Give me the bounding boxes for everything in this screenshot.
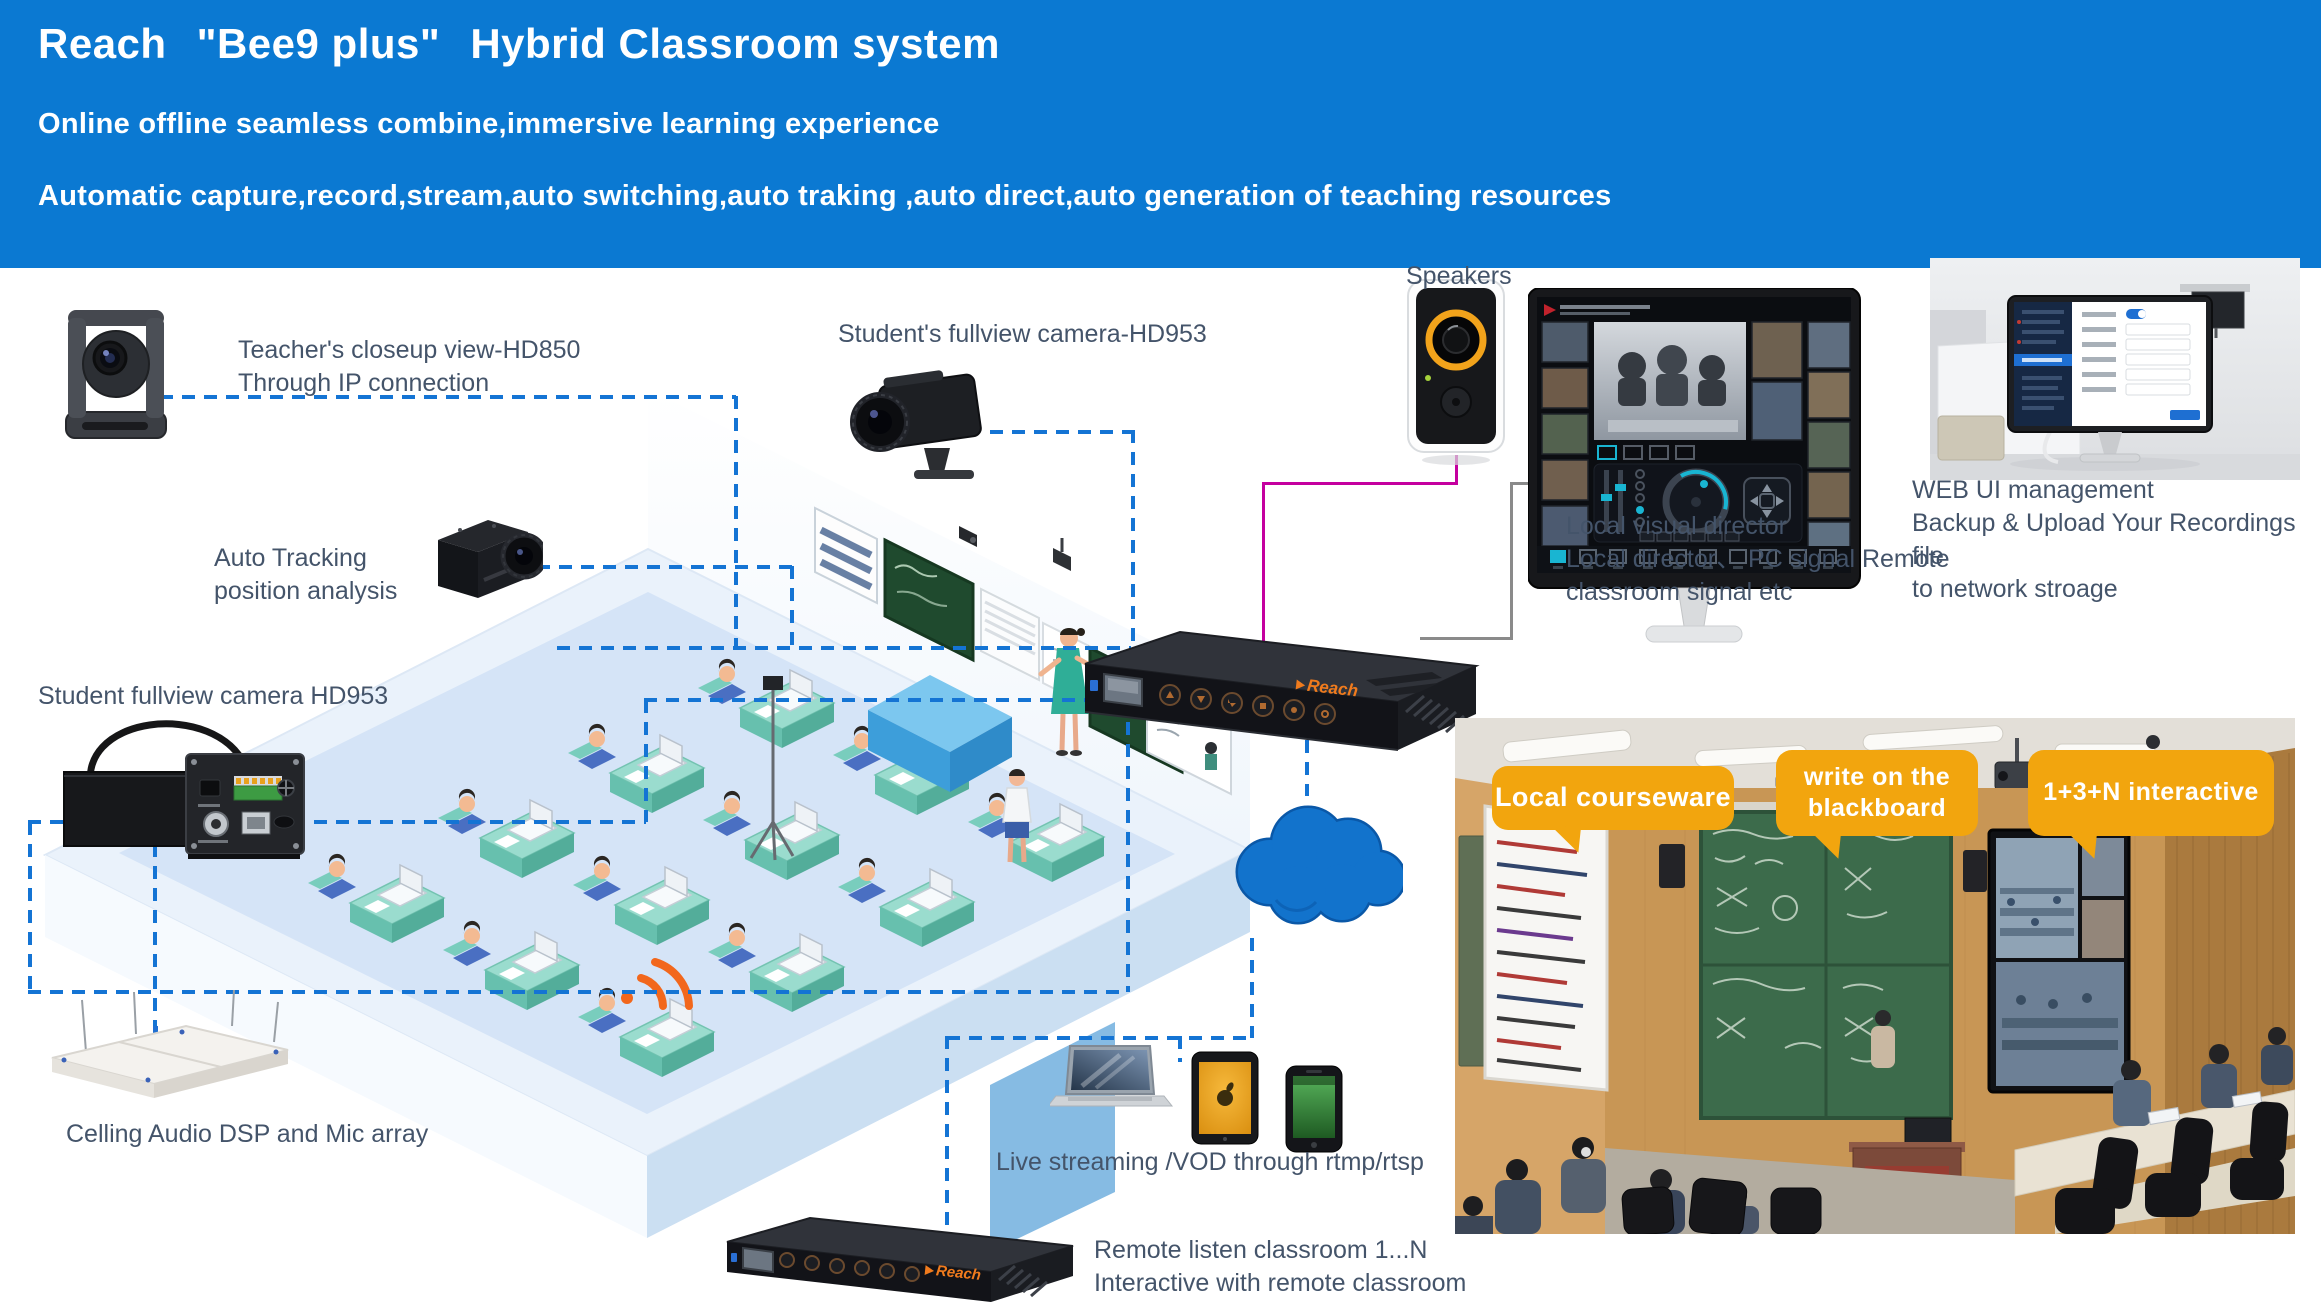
director-console	[1593, 463, 1803, 543]
callout-write-on-blackboard: write on the blackboard	[1776, 750, 1978, 863]
label-local-director: Local visual director Local director、 PC…	[1566, 512, 1950, 606]
callout-tail	[1553, 823, 1587, 857]
photo-dome-camera	[2146, 735, 2160, 749]
cloud-icon	[1235, 805, 1403, 925]
label-web-ui: WEB UI management Backup & Upload Your R…	[1912, 476, 2296, 603]
speaker-cable	[1262, 482, 1265, 642]
title-rest: Hybrid Classroom system	[470, 20, 1001, 67]
wall-chalkboard-left	[883, 537, 975, 663]
label-auto-tracking: Auto Tracking position analysis	[214, 544, 398, 605]
speaker-cable	[1455, 455, 1458, 484]
tripod	[749, 676, 795, 861]
web-ui-photo	[1930, 258, 2300, 480]
monitor-cable	[1420, 637, 1513, 640]
auto-tracking-camera	[438, 520, 543, 598]
podium	[868, 675, 1012, 792]
ptz-camera-illustration	[65, 310, 167, 439]
standing-student	[1002, 769, 1032, 863]
connection-dashed	[945, 1036, 949, 1234]
recorder-device	[1084, 630, 1480, 751]
subtitle-2: Automatic capture,record,stream,auto swi…	[38, 180, 1612, 212]
floor-front-left	[45, 855, 647, 1238]
photo-chairs-center	[1621, 1177, 1822, 1234]
photo-interactive-display	[1987, 828, 2131, 1094]
wall-vent-panel	[980, 587, 1040, 682]
label-student-camera-top: Student's fullview camera-HD953	[838, 320, 1207, 348]
brand-name: Reach	[38, 20, 167, 67]
label-ceiling-audio: Celling Audio DSP and Mic array	[66, 1120, 429, 1148]
connection-dashed	[160, 395, 736, 399]
connection-dashed	[28, 820, 646, 824]
connection-dashed	[537, 565, 792, 569]
photo-teacher	[1871, 1010, 1895, 1068]
connection-dashed	[644, 698, 1130, 702]
speaker-cable	[1262, 482, 1458, 485]
student-fullview-top-camera	[850, 370, 982, 479]
connection-dashed	[1305, 740, 1309, 796]
main-preview	[1594, 322, 1746, 440]
photo-wall-speaker-right	[1963, 850, 1987, 892]
phone-icon	[1285, 1065, 1343, 1153]
subtitle-1: Online offline seamless combine,immersiv…	[38, 108, 940, 140]
label-student-camera-left: Student fullview camera HD953	[38, 682, 389, 710]
speaker-illustration	[1407, 279, 1505, 465]
connection-dashed	[28, 990, 1128, 994]
connection-dashed	[644, 700, 648, 822]
header-banner: Reach"Bee9 plus"Hybrid Classroom system …	[0, 0, 2321, 268]
brand-flag-icon	[1295, 679, 1306, 691]
teacher-figure	[1038, 628, 1098, 756]
connection-dashed	[557, 646, 1131, 650]
page-title: Reach "Bee9 plus" Hybrid Classroom system	[38, 20, 1000, 68]
label-live-streaming: Live streaming /VOD through rtmp/rtsp	[996, 1148, 1424, 1176]
wifi-icon	[621, 958, 693, 1010]
label-teacher-camera: Teacher's closeup view-HD850 Through IP …	[238, 336, 581, 397]
source-thumbnails-right	[1751, 321, 1851, 569]
photo-tables-right	[2014, 1089, 2295, 1197]
callout-local-courseware: Local courseware	[1492, 766, 1734, 857]
callout-tail	[2069, 829, 2103, 863]
callout-tail	[1813, 829, 1847, 863]
connection-dashed	[1126, 700, 1130, 992]
laptop-icon	[1050, 1045, 1174, 1107]
connection-dashed	[28, 822, 32, 992]
photo-wall-speaker-left	[1659, 844, 1685, 888]
connection-dashed	[790, 566, 794, 650]
connection-dashed	[990, 430, 1133, 434]
wall-projector	[1053, 548, 1071, 571]
director-toolbar	[1537, 546, 1851, 573]
brand-flag-icon	[924, 1264, 935, 1276]
classroom-photo	[1455, 718, 2295, 1234]
student-fullview-left-camera	[63, 720, 305, 859]
tablet-icon	[1191, 1051, 1259, 1145]
connection-dashed	[1178, 1036, 1182, 1062]
connection-dashed	[947, 1036, 1254, 1040]
director-monitor	[1528, 288, 1861, 643]
remote-recorder-device	[726, 1216, 1074, 1302]
monitor-cable	[1510, 482, 1513, 640]
label-speakers: Speakers	[1406, 262, 1512, 290]
wall-camera	[959, 526, 977, 547]
connection-dashed	[153, 822, 157, 1038]
connection-dashed	[734, 396, 738, 648]
photo-students-right	[2113, 1027, 2293, 1126]
ceiling-mic-array	[51, 989, 289, 1098]
connection-dashed	[1131, 430, 1135, 648]
label-remote-classroom: Remote listen classroom 1...N Interactiv…	[1094, 1236, 1467, 1297]
classroom-carpet	[119, 592, 1175, 1114]
photo-chairs-right	[2055, 1101, 2289, 1234]
webui-form	[2082, 309, 2200, 420]
connection-dashed	[1250, 938, 1254, 1038]
ui-logo-icon	[1544, 304, 1556, 316]
product-name: "Bee9 plus"	[196, 20, 441, 67]
streaming-devices	[1050, 1045, 1343, 1153]
callout-1-3-n-interactive: 1+3+N interactive	[2028, 750, 2274, 863]
